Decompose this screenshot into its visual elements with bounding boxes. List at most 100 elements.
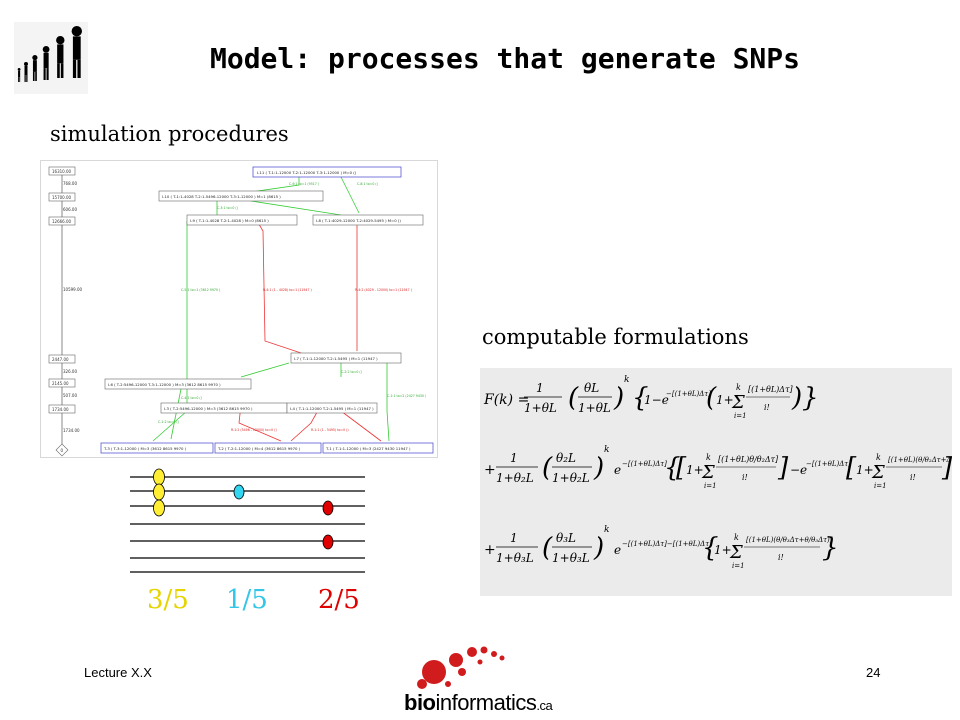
time-label: 1734.00 — [52, 407, 69, 412]
svg-text:1+θ₃L: 1+θ₃L — [496, 551, 534, 565]
svg-text:e: e — [614, 543, 621, 557]
svg-text:i=1: i=1 — [732, 562, 745, 570]
svg-text:Σ: Σ — [731, 392, 745, 413]
svg-text:+: + — [484, 542, 496, 558]
page-number: 24 — [866, 665, 881, 680]
svg-text:1: 1 — [536, 381, 544, 395]
svg-text:F(k) =: F(k) = — [483, 392, 529, 408]
svg-text:1+θL: 1+θL — [524, 401, 557, 415]
svg-text:]: ] — [777, 453, 789, 483]
svg-text:i!: i! — [778, 553, 784, 562]
svg-text:(: ( — [568, 383, 579, 413]
svg-text:1+θ₂L: 1+θ₂L — [496, 471, 534, 485]
time-label: 2145.00 — [52, 381, 69, 386]
svg-text:i!: i! — [910, 473, 916, 482]
svg-text:θL: θL — [584, 381, 599, 395]
svg-text:i!: i! — [764, 403, 770, 412]
flowchart-node: I-7 ( T-1:1-12000 T-2:1-5495 ) M=1 (1194… — [294, 356, 378, 361]
svg-text:Σ: Σ — [729, 542, 743, 563]
snp-marker-yellow — [153, 468, 165, 486]
edge-label: C-1:2 to=0 () — [158, 420, 179, 424]
snp-marker-red — [322, 534, 334, 550]
svg-text:1+: 1+ — [714, 543, 732, 557]
simulation-procedures-label: simulation procedures — [50, 122, 289, 146]
edge-label: R-1:2 (5496 - 12000) to=0 () — [231, 428, 277, 432]
snp-marker-yellow — [153, 499, 165, 517]
time-label: 326.00 — [63, 369, 77, 374]
flowchart-node: I-8 ( T-1:4029-12000 T-2:4029-5495 ) M=0… — [316, 218, 401, 223]
computable-formulations-label: computable formulations — [482, 325, 749, 349]
svg-text:[(1+θL)θ/θ₂Δτ]: [(1+θL)θ/θ₂Δτ] — [718, 455, 779, 464]
edge-label: C-1:1 to=2 (2427 9430 ) — [387, 394, 426, 398]
time-label: 12666.00 — [52, 219, 72, 224]
edge-label: C-5:1 to=1 (3612 9970 ) — [181, 288, 220, 292]
svg-text:]: ] — [941, 453, 952, 483]
snp-marker-yellow — [153, 483, 165, 501]
snp-frequency-label: 3/5 — [147, 585, 189, 615]
svg-text:1+θL: 1+θL — [578, 401, 611, 415]
svg-text:): ) — [593, 533, 604, 563]
time-label: 2447.00 — [52, 357, 69, 362]
svg-text:−[(1+θL)Δτ]: −[(1+θL)Δτ] — [622, 460, 667, 468]
svg-text:−[(1+θL)Δτ]: −[(1+θL)Δτ] — [806, 460, 851, 468]
flowchart-node: I-4 ( T-1:1-12000 T-2:1-5495 ) M=1 (1194… — [290, 406, 374, 411]
logo-text-tld: .ca — [536, 698, 553, 713]
svg-text:i=1: i=1 — [704, 482, 717, 490]
svg-text:{: { — [664, 453, 681, 483]
edge-label: C-3:1 to=0 () — [217, 206, 238, 210]
svg-text:): ) — [593, 453, 604, 483]
svg-text:k: k — [604, 525, 609, 535]
svg-text:1: 1 — [510, 531, 518, 545]
snp-frequency-label: 2/5 — [318, 585, 360, 615]
svg-text:1−e: 1−e — [644, 393, 669, 407]
snp-marker-red — [322, 500, 334, 516]
time-label: 15700.00 — [52, 195, 72, 200]
flowchart-node: T-1 ( T-1:1-12000 ) M=3 (2427 9430 11947… — [325, 446, 411, 451]
snp-marker-cyan — [233, 484, 245, 500]
bioinformatics-logo-text: bioinformatics.ca — [404, 690, 553, 716]
svg-text:1+: 1+ — [686, 463, 704, 477]
haplotype-lines — [130, 476, 365, 573]
snp-haplotype-diagram — [130, 468, 365, 573]
flowchart-node: T-2 ( T-2:1-12000 ) M=4 (3612 8615 9970 … — [217, 446, 301, 451]
time-axis-labels: 16310.00 768.00 15700.00 606.00 12666.00… — [48, 166, 83, 457]
logo-text-main: informatics — [435, 690, 537, 715]
svg-text:1+: 1+ — [856, 463, 874, 477]
slide-title: Model: processes that generate SNPs — [209, 42, 800, 75]
simulation-flowchart: 16310.00 768.00 15700.00 606.00 12666.00… — [40, 160, 438, 458]
svg-text:e: e — [614, 463, 621, 477]
flowchart-node: I-3 ( T-2:5496-12000 ) M=3 (3612 8615 99… — [164, 406, 253, 411]
snp-frequency-label: 1/5 — [226, 585, 268, 615]
formula-line-2: + 1 1+θ₂L ( θ₂L 1+θ₂L ) k e −[(1+θL)Δτ] … — [484, 445, 952, 490]
flowchart-node: T-3 ( T-3:1-12000 ) M=3 (3612 8615 9970 … — [103, 446, 187, 451]
flowchart-node: I-10 ( T-1:1-4028 T-2:1-5496-12000 T-3:1… — [162, 194, 281, 199]
time-label: 1734.00 — [63, 428, 80, 433]
lecture-label: Lecture X.X — [84, 665, 152, 680]
svg-text:[(1+θL)Δτ]: [(1+θL)Δτ] — [748, 385, 793, 394]
flowchart-node: I-9 ( T-1:1-4028 T-2:1-4028 ) M=0 (8615 … — [190, 218, 269, 223]
flowchart-node: I-11 ( T-1:1-12000 T-2:1-12000 T-3:1-120… — [257, 170, 357, 175]
svg-text:[: [ — [676, 453, 687, 483]
svg-text:k: k — [706, 453, 711, 462]
edge-label: R-4:1 (1 - 4028) to=1 (11947 ) — [263, 288, 312, 292]
svg-text:1: 1 — [510, 451, 518, 465]
edge-label: C-9:1 to=1 (9517 ) — [289, 182, 319, 186]
bioinformatics-logo-icon — [417, 646, 505, 689]
svg-text:): ) — [791, 383, 802, 413]
svg-text:(: ( — [542, 453, 553, 483]
svg-text:(: ( — [706, 383, 717, 413]
time-label: 0 — [61, 448, 64, 453]
time-label: 768.00 — [63, 181, 77, 186]
svg-text:(: ( — [542, 533, 553, 563]
edge-label: C-8:1 to=0 () — [357, 182, 378, 186]
svg-text:k: k — [624, 375, 629, 385]
svg-text:Σ: Σ — [871, 462, 885, 483]
svg-text:i!: i! — [742, 473, 748, 482]
svg-text:[(1+θL)(θ/θ₂Δτ+Δτ)]: [(1+θL)(θ/θ₂Δτ+Δτ)] — [888, 456, 952, 464]
svg-text:1+: 1+ — [716, 393, 734, 407]
svg-text:θ₃L: θ₃L — [556, 531, 576, 545]
svg-text:−e: −e — [790, 463, 807, 477]
svg-text:{: { — [632, 383, 649, 413]
formula-line-3: + 1 1+θ₃L ( θ₃L 1+θ₃L ) k e −[(1+θL)Δτ]−… — [484, 525, 839, 570]
svg-text:}: } — [802, 383, 819, 413]
